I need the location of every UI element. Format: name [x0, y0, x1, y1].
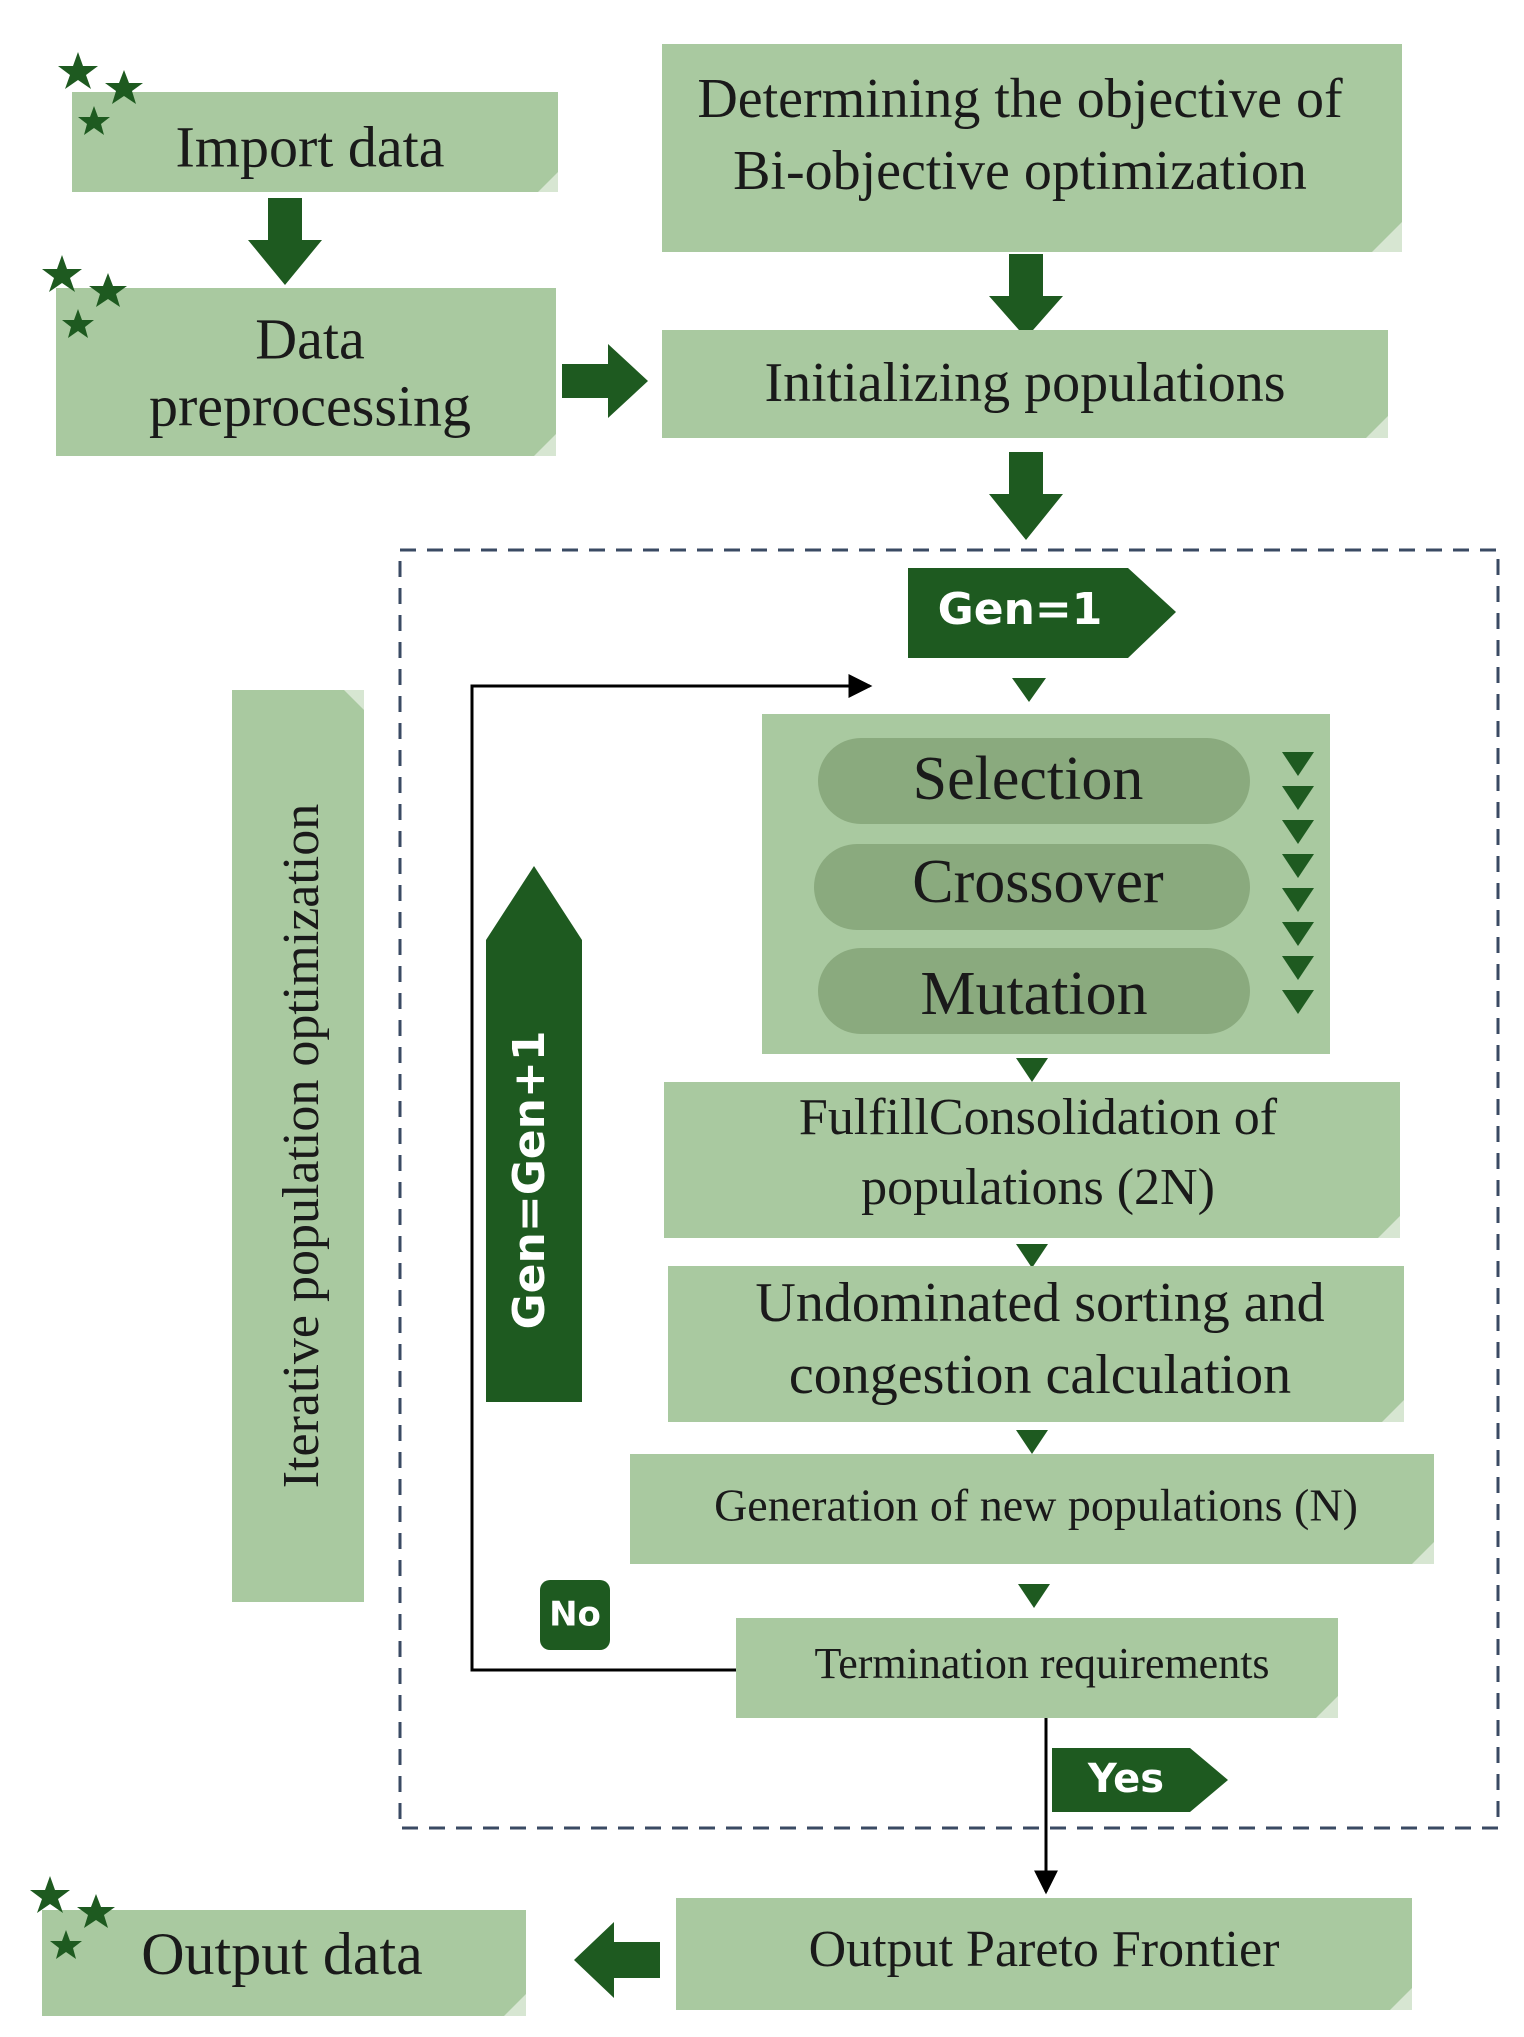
operator-flow-triangles	[1282, 752, 1314, 1014]
crossover-pill	[814, 844, 1250, 930]
gen1-label: Gen=1	[938, 584, 1103, 635]
output-data-box: Output data	[42, 1910, 526, 2016]
iterative-optimization-box: Iterative population optimization	[232, 690, 364, 1602]
genetic-operators-box: Selection Crossover Mutation	[762, 714, 1330, 1054]
small-down-triangle-icon	[1016, 1244, 1048, 1268]
gen-increment-tag: Gen=Gen+1	[486, 866, 582, 1402]
initializing-populations-label: Initializing populations	[764, 352, 1285, 414]
down-arrow-icon	[989, 254, 1063, 338]
output-data-label: Output data	[141, 1921, 423, 1987]
iterative-optimization-label: Iterative population optimization	[273, 804, 330, 1488]
sorting-line1: Undominated sorting and	[755, 1272, 1324, 1334]
star-cluster-icon	[30, 1876, 115, 1959]
objective-line2: Bi-objective optimization	[733, 140, 1307, 202]
no-tag: No	[540, 1580, 610, 1650]
objective-line1: Determining the objective of	[697, 68, 1343, 130]
no-label: No	[549, 1595, 601, 1635]
right-arrow-icon	[562, 344, 648, 418]
data-preprocessing-line2: preprocessing	[149, 373, 471, 438]
yes-label: Yes	[1087, 1756, 1164, 1802]
gen-increment-label: Gen=Gen+1	[504, 1031, 555, 1330]
data-preprocessing-box: Data preprocessing	[56, 288, 556, 456]
crossover-label: Crossover	[912, 848, 1164, 916]
mutation-pill	[818, 948, 1250, 1034]
pareto-frontier-box: Output Pareto Frontier	[676, 1898, 1412, 2010]
down-arrow-icon	[989, 452, 1063, 540]
new-populations-box: Generation of new populations (N)	[630, 1454, 1434, 1564]
gen1-tag: Gen=1	[908, 568, 1176, 658]
objective-box: Determining the objective of Bi-objectiv…	[662, 44, 1402, 252]
left-arrow-icon	[574, 1922, 660, 1998]
initializing-populations-box: Initializing populations	[662, 330, 1388, 438]
termination-label: Termination requirements	[814, 1639, 1269, 1688]
new-populations-label: Generation of new populations (N)	[714, 1480, 1358, 1531]
consolidation-line1: FulfillConsolidation of	[799, 1089, 1278, 1146]
small-down-triangle-icon	[1016, 1430, 1048, 1454]
pareto-frontier-label: Output Pareto Frontier	[809, 1921, 1280, 1978]
iteration-region-border	[398, 548, 1500, 1830]
selection-pill	[818, 738, 1250, 824]
star-cluster-icon	[42, 255, 127, 338]
import-data-label: Import data	[176, 114, 445, 179]
sorting-box: Undominated sorting and congestion calcu…	[668, 1266, 1404, 1422]
loop-back-connector	[470, 674, 873, 1672]
import-data-box: Import data	[72, 92, 558, 192]
yes-tag: Yes	[1052, 1748, 1228, 1812]
small-down-triangle-icon	[1016, 1058, 1048, 1082]
sorting-line2: congestion calculation	[789, 1344, 1291, 1406]
consolidation-box: FulfillConsolidation of populations (2N)	[664, 1082, 1400, 1238]
small-down-triangle-icon	[1012, 678, 1046, 702]
star-cluster-icon	[58, 52, 143, 135]
mutation-label: Mutation	[920, 960, 1147, 1028]
termination-box: Termination requirements	[736, 1618, 1338, 1718]
small-down-triangle-icon	[1018, 1584, 1050, 1608]
data-preprocessing-line1: Data	[255, 306, 365, 371]
selection-label: Selection	[913, 745, 1144, 813]
consolidation-line2: populations (2N)	[861, 1159, 1215, 1216]
down-arrow-icon	[248, 198, 322, 285]
